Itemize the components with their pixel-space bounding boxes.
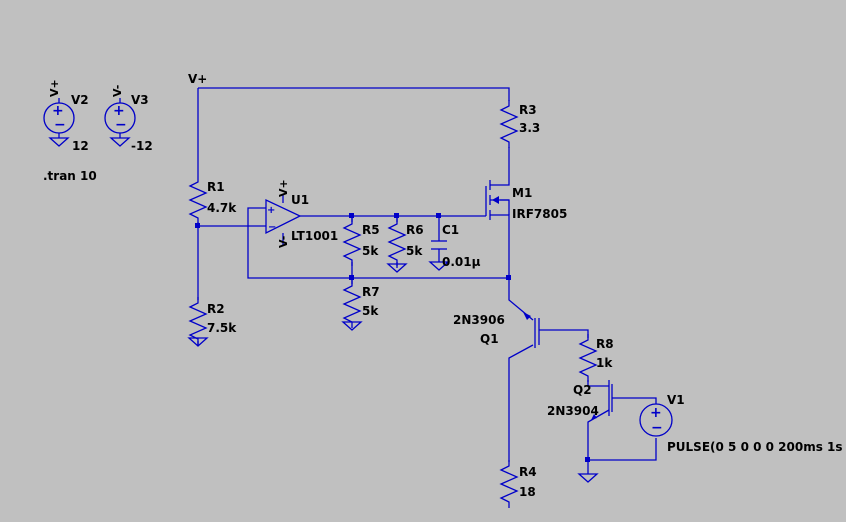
r3-ref: R3 xyxy=(519,103,537,117)
transistor-q1[interactable]: 2N3906 Q1 xyxy=(453,312,540,348)
v2-value: 12 xyxy=(72,139,89,153)
u1-ref: U1 xyxy=(291,193,309,207)
tran-directive[interactable]: .tran 10 xyxy=(43,169,97,183)
svg-text:−: − xyxy=(268,222,276,233)
v3-ref: V3 xyxy=(131,93,149,107)
v3-value: -12 xyxy=(131,139,153,153)
m1-ref: M1 xyxy=(512,186,532,200)
resistor-r1[interactable]: R1 4.7k xyxy=(189,175,237,225)
r5-value: 5k xyxy=(362,244,379,258)
mosfet-m1[interactable]: M1 IRF7805 xyxy=(485,180,567,221)
svg-text:−: − xyxy=(651,420,663,436)
source-v2[interactable]: + − V+ V2 12 xyxy=(43,79,89,153)
capacitor-c1[interactable]: C1 0.01µ xyxy=(429,223,481,271)
r4-ref: R4 xyxy=(519,465,537,479)
r1-value: 4.7k xyxy=(207,201,237,215)
r1-ref: R1 xyxy=(207,180,225,194)
q1-ref: Q1 xyxy=(480,332,499,346)
r7-ref: R7 xyxy=(362,285,380,299)
r2-ref: R2 xyxy=(207,302,225,316)
svg-text:+: + xyxy=(113,103,125,119)
svg-text:+: + xyxy=(650,405,662,421)
m1-value: IRF7805 xyxy=(512,207,567,221)
svg-text:+: + xyxy=(52,103,64,119)
resistor-r3[interactable]: R3 3.3 xyxy=(500,99,540,149)
r6-ref: R6 xyxy=(406,223,424,237)
vplus-netlabel: V+ xyxy=(188,72,207,86)
r5-ref: R5 xyxy=(362,223,380,237)
svg-text:+: + xyxy=(267,205,275,216)
resistor-r7[interactable]: R7 5k xyxy=(342,279,380,331)
ground-symbol xyxy=(578,473,598,483)
r2-value: 7.5k xyxy=(207,321,237,335)
v2-netlabel: V+ xyxy=(48,79,61,97)
r8-value: 1k xyxy=(596,356,613,370)
q1-value: 2N3906 xyxy=(453,313,505,327)
junction-dots xyxy=(195,213,590,462)
resistor-r6[interactable]: R6 5k xyxy=(387,217,424,273)
q2-ref: Q2 xyxy=(573,383,592,397)
r3-value: 3.3 xyxy=(519,121,540,135)
r4-value: 18 xyxy=(519,485,536,499)
v2-ref: V2 xyxy=(71,93,89,107)
resistor-r4[interactable]: R4 18 xyxy=(500,459,537,509)
resistor-r2[interactable]: R2 7.5k xyxy=(188,296,237,347)
v1-value: PULSE(0 5 0 0 0 200ms 1s 5) xyxy=(667,440,846,454)
r8-ref: R8 xyxy=(596,337,614,351)
resistor-r5[interactable]: R5 5k xyxy=(343,217,380,267)
source-v1[interactable]: + − V1 PULSE(0 5 0 0 0 200ms 1s 5) xyxy=(639,393,846,454)
q2-value: 2N3904 xyxy=(547,404,599,418)
r7-value: 5k xyxy=(362,304,379,318)
resistor-r8[interactable]: R8 1k xyxy=(579,333,614,383)
v3-netlabel: V- xyxy=(111,85,124,97)
source-v3[interactable]: + − V- V3 -12 xyxy=(104,85,153,153)
c1-value: 0.01µ xyxy=(442,255,481,269)
opamp-u1[interactable]: + − V+ V- U1 LT1001 xyxy=(265,179,338,248)
u1-vplus-label: V+ xyxy=(277,179,290,197)
u1-value: LT1001 xyxy=(291,229,338,243)
transistor-q2[interactable]: Q2 2N3904 xyxy=(547,380,613,420)
svg-text:−: − xyxy=(54,117,66,133)
v1-ref: V1 xyxy=(667,393,685,407)
u1-vminus-label: V- xyxy=(277,236,290,248)
c1-ref: C1 xyxy=(442,223,459,237)
svg-text:−: − xyxy=(115,117,127,133)
r6-value: 5k xyxy=(406,244,423,258)
